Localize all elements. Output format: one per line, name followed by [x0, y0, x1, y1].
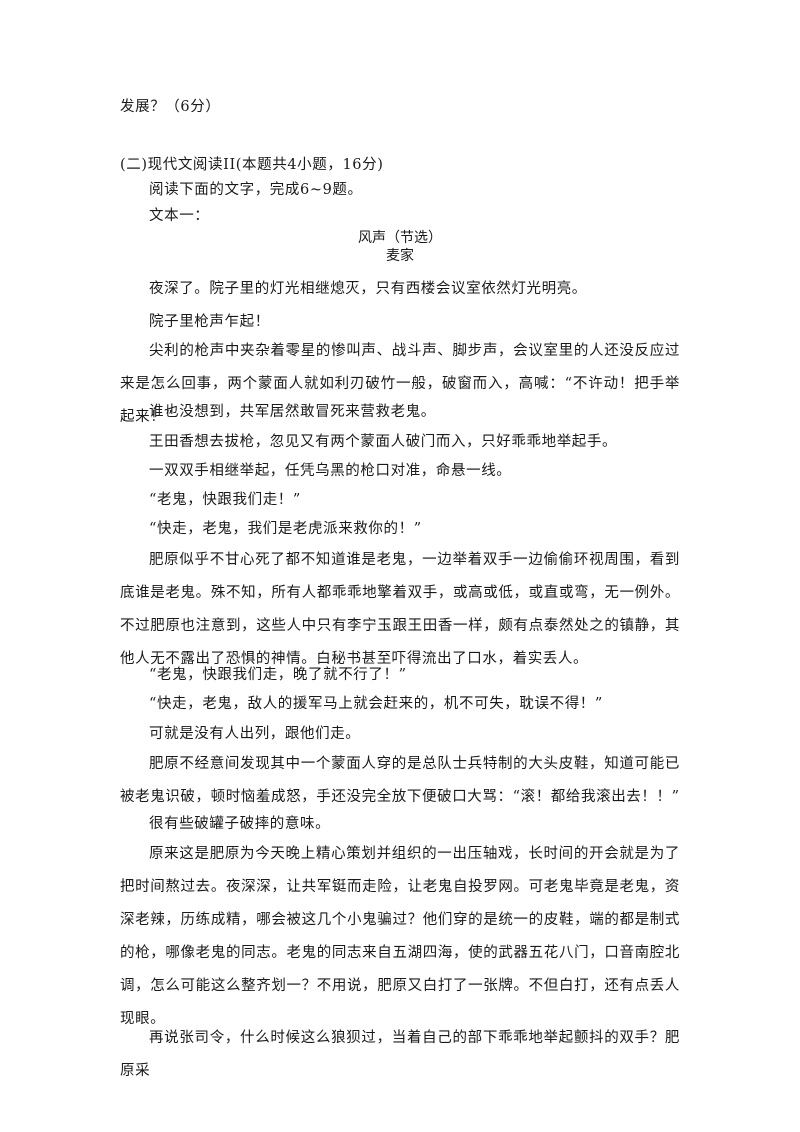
paragraph: “老鬼，快跟我们走！”	[149, 492, 301, 508]
text-label: 文本一：	[149, 208, 210, 224]
instruction: 阅读下面的文字，完成6~9题。	[149, 182, 363, 198]
paragraph: 王田香想去拔枪，忽见又有两个蒙面人破门而入，只好乖乖地举起手。	[149, 434, 618, 450]
paragraph: 很有些破罐子破摔的意味。	[149, 816, 331, 832]
paragraph: 可就是没有人出列，跟他们走。	[149, 726, 361, 742]
paragraph: 尖利的枪声中夹杂着零星的惨叫声、战斗声、脚步声，会议室里的人还没反应过来是怎么回…	[120, 343, 680, 425]
paragraph: “老鬼，快跟我们走，晚了就不行了！”	[149, 667, 407, 683]
previous-question-fragment: 发展？（6分）	[120, 99, 221, 115]
paragraph: “快走，老鬼，我们是老虎派来救你的！”	[149, 521, 422, 537]
article-author: 麦家	[386, 248, 414, 264]
paragraph: 谁也没想到，共军居然敢冒死来营救老鬼。	[149, 404, 436, 420]
paragraph: 院子里枪声乍起！	[149, 314, 270, 330]
paragraph: 肥原不经意间发现其中一个蒙面人穿的是总队士兵特制的大头皮鞋，知道可能已被老鬼识破…	[120, 756, 680, 805]
paragraph: 肥原似乎不甘心死了都不知道谁是老鬼，一边举着双手一边偷偷环视周围，看到底谁是老鬼…	[120, 552, 680, 667]
section-title: (二)现代文阅读II(本题共4小题，16分)	[120, 157, 384, 173]
article-title: 风声（节选）	[358, 230, 442, 246]
paragraph: 原来这是肥原为今天晚上精心策划并组织的一出压轴戏，长时间的开会就是为了把时间熬过…	[120, 846, 680, 1027]
paragraph: 再说张司令，什么时候这么狼狈过，当着自己的部下乖乖地举起颤抖的双手？肥原采	[120, 1030, 680, 1079]
paragraph: “快走，老鬼，敌人的援军马上就会赶来的，机不可失，耽误不得！”	[149, 696, 603, 712]
paragraph: 夜深了。院子里的灯光相继熄灭，只有西楼会议室依然灯光明亮。	[149, 281, 587, 297]
paragraph: 一双双手相继举起，任凭乌黑的枪口对准，命悬一线。	[149, 463, 512, 479]
